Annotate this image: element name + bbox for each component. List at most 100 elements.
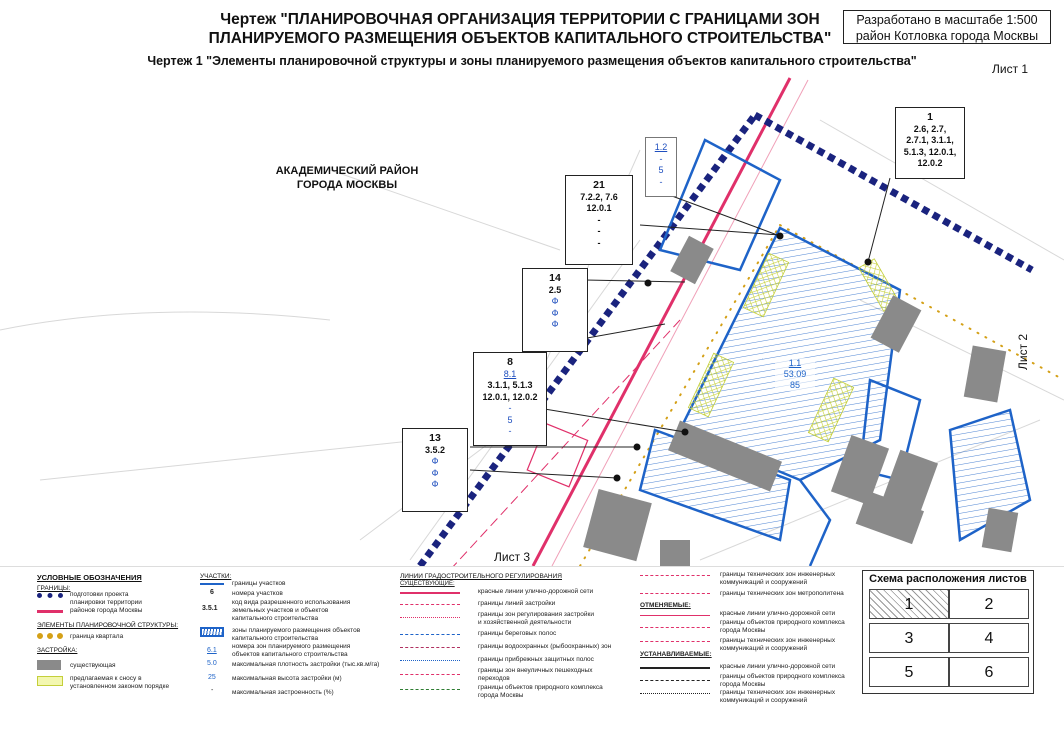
legend-density-symbol: 5.0 [207, 660, 217, 667]
scheme-cell-1[interactable]: 1 [869, 589, 949, 619]
legend-existing-lines-heading: СУЩЕСТВУЮЩИЕ: [400, 581, 455, 587]
callout-14-line1: 2.5 [548, 284, 562, 295]
legend-tech2-symbol [640, 593, 710, 594]
legend-b1b: планировки территории [70, 599, 142, 606]
legend-r4: границы береговых полос [478, 630, 557, 637]
drawing-title-line2: ПЛАНИРУЕМОГО РАЗМЕЩЕНИЯ ОБЪЕКТОВ КАПИТАЛ… [208, 30, 832, 47]
legend-r3b: и хозяйственной деятельности [478, 619, 572, 626]
legend-project-boundary: подготовки проекта планировки территории [70, 591, 142, 607]
legend-existing-symbol [37, 660, 61, 670]
callout-13-line3: Ф [431, 467, 439, 478]
callout-21-line4: - [597, 226, 601, 236]
legend-quarter-symbol [37, 633, 63, 639]
legend-c2a: границы объектов природного комплекса [720, 619, 845, 626]
red-dashed-line [453, 319, 681, 566]
scheme-cell-4[interactable]: 4 [949, 623, 1029, 653]
legend-u4b: капитального строительства [232, 635, 319, 642]
sheet3-label: Лист 3 [492, 550, 533, 564]
legend-zone-number-symbol: 6.1 [207, 647, 217, 654]
callout-1-line2: 2.7.1, 3.1.1, [906, 135, 954, 145]
legend-height: максимальная высота застройки (м) [232, 675, 342, 682]
callout-14-number: 14 [549, 272, 561, 284]
callout-8-line2: 12.0.1, 12.0.2 [482, 391, 538, 402]
zone-density: 53.09 [783, 369, 807, 379]
callout-21-line1: 7.2.2, 7.6 [580, 191, 618, 202]
callout-21-number: 21 [593, 179, 605, 191]
callout-8-line4: 5 [507, 414, 513, 425]
callout-14-line2: Ф [551, 296, 559, 306]
plot-boundaries [638, 138, 1032, 566]
existing-buildings [583, 235, 1019, 566]
area-name-line1: АКАДЕМИЧЕСКИЙ РАЙОН [275, 165, 419, 177]
legend-c3a: границы технических зон инженерных [720, 637, 836, 644]
legend-existing: существующая [70, 662, 116, 669]
callout-14-line3: Ф [551, 307, 559, 318]
legend-title: УСЛОВНЫЕ ОБОЗНАЧЕНИЯ [37, 573, 142, 582]
legend-r8: границы объектов природного комплекса го… [478, 684, 603, 700]
sheet2-label: Лист 2 [1016, 333, 1030, 370]
drawing-title: Чертеж "ПЛАНИРОВОЧНАЯ ОРГАНИЗАЦИЯ ТЕРРИТ… [120, 10, 920, 48]
legend-tech1b: коммуникаций и сооружений [720, 579, 808, 586]
sheet-layout-scheme: Схема расположения листов 1 2 3 4 5 6 [862, 570, 1034, 694]
legend-density: максимальная плотность застройки (тыс.кв… [232, 661, 380, 668]
callout-13-number: 13 [429, 432, 441, 444]
legend-s1-symbol [640, 667, 710, 669]
callout-8-line5: - [508, 426, 512, 436]
callout-8-zone: 8.1 [503, 368, 517, 379]
drawing-subtitle: Чертеж 1 "Элементы планировочной структу… [147, 54, 917, 68]
legend-plot-number: номера участков [232, 590, 283, 597]
legend-lines-heading: ЛИНИИ ГРАДОСТРОИТЕЛЬНОГО РЕГУЛИРОВАНИЯ [400, 573, 562, 580]
legend-b1a: подготовки проекта [70, 591, 129, 598]
callout-13-line4: Ф [431, 479, 439, 489]
legend-code: код вида разрешенного использования земе… [232, 599, 350, 623]
legend-height-symbol: 25 [208, 674, 216, 681]
legend-borders-heading: ГРАНИЦЫ: [37, 585, 71, 592]
legend-c3b: коммуникаций и сооружений [720, 645, 808, 652]
scale-stamp-line1: Разработано в масштабе 1:500 [856, 13, 1038, 27]
red-line-parallel [551, 79, 809, 566]
legend-r6: границы прибрежных защитных полос [478, 656, 594, 663]
scheme-cell-2[interactable]: 2 [949, 589, 1029, 619]
callout-1-line1: 2.6, 2.7, [913, 123, 947, 134]
callout-plot-1: 1 2.6, 2.7, 2.7.1, 3.1.1, 5.1.3, 12.0.1,… [895, 107, 965, 179]
callout-8-number: 8 [507, 356, 513, 368]
sheet-label: Лист 1 [992, 62, 1029, 76]
callout-zone-1-2: 1.2 - 5 - [645, 137, 677, 197]
legend-plots-heading: УЧАСТКИ: [200, 573, 232, 580]
callout-1-line4: 12.0.2 [917, 158, 943, 168]
legend-r1: красные линии улично-дорожной сети [478, 588, 594, 595]
legend-plot-border: границы участков [232, 580, 286, 587]
legend-plan-heading: ЭЛЕМЕНТЫ ПЛАНИРОВОЧНОЙ СТРУКТУРЫ: [37, 622, 179, 629]
scheme-cell-5[interactable]: 5 [869, 657, 949, 687]
callout-plot-14: 14 2.5 Ф Ф Ф [522, 268, 588, 352]
legend-s3a: границы технических зон инженерных [720, 689, 836, 696]
callout-1-2-line1: - [659, 153, 663, 164]
legend-demolition: предлагаемая к сносу в установленном зак… [70, 675, 169, 691]
legend-plot-border-symbol [200, 583, 224, 585]
legend-r4-symbol [400, 634, 460, 635]
legend-zone-symbol [200, 627, 224, 637]
scale-stamp: Разработано в масштабе 1:500 район Котло… [843, 10, 1051, 44]
scheme-cell-3[interactable]: 3 [869, 623, 949, 653]
legend-r5: границы водоохранных (рыбоохранных) зон [478, 643, 612, 650]
scheme-cell-6[interactable]: 6 [949, 657, 1029, 687]
legend-district-symbol [37, 610, 63, 613]
legend-s2a: границы объектов природного комплекса [720, 673, 845, 680]
area-name: АКАДЕМИЧЕСКИЙ РАЙОН ГОРОДА МОСКВЫ [262, 164, 432, 192]
legend-r3: границы зон регулирования застройки и хо… [478, 611, 594, 627]
legend-r3a: границы зон регулирования застройки [478, 611, 595, 618]
legend-u5b: объектов капитального строительства [232, 651, 348, 658]
zone-number: 1.1 [788, 358, 802, 368]
legend-r2: границы линий застройки [478, 600, 556, 607]
legend-u3b: земельных участков и объектов [232, 607, 329, 614]
zone-label: 1.1 53.09 85 [775, 358, 815, 391]
callout-13-line1: 3.5.2 [424, 444, 446, 455]
district-boundary-line [531, 77, 792, 566]
callout-21-line5: - [597, 237, 601, 248]
legend-tech1: границы технических зон инженерных комму… [720, 571, 835, 587]
legend-r7: границы зон внеуличных пешеходных перехо… [478, 667, 593, 683]
legend-z2b: установленном законом порядке [70, 683, 170, 690]
legend-quarter: граница квартала [70, 633, 124, 640]
legend-plot-number-symbol: 6 [210, 589, 214, 596]
demolition-areas [687, 252, 900, 443]
